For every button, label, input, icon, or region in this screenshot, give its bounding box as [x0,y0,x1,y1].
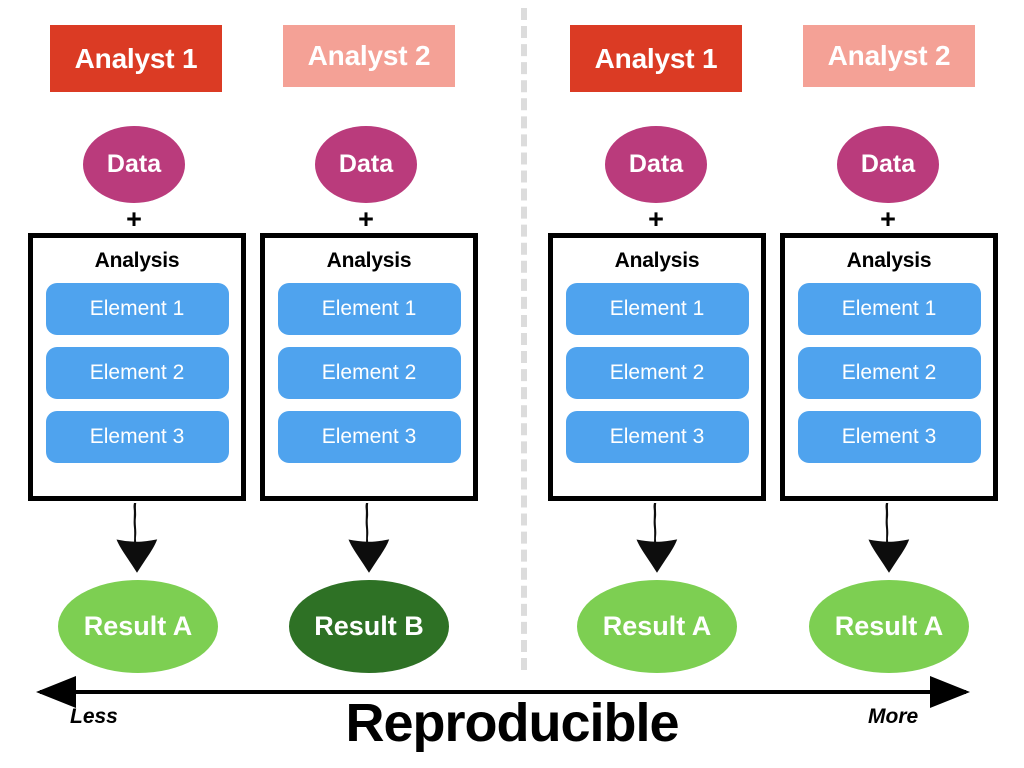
result-ellipse[interactable]: Result A [577,580,737,673]
element-list: Element 1 Element 2 Element 3 [785,283,993,463]
element-chip[interactable]: Element 2 [565,347,749,399]
scale-label-less: Less [70,705,118,728]
data-label: Data [338,150,394,178]
element-chip-label: Element 2 [89,361,185,384]
element-chip[interactable]: Element 3 [797,411,981,463]
element-chip[interactable]: Element 2 [797,347,981,399]
analysis-title: Analysis [614,249,700,272]
analyst-label: Analyst 2 [307,40,431,71]
down-arrow-icon [114,502,160,574]
element-chip[interactable]: Element 2 [45,347,229,399]
result-label: Result A [834,611,944,641]
reproducibility-axis-arrow [36,676,970,708]
element-chip-label: Element 1 [841,297,937,320]
element-chip-label: Element 3 [609,425,705,448]
result-ellipse[interactable]: Result B [289,580,449,673]
analysis-title: Analysis [846,249,932,272]
analyst-label: Analyst 2 [827,40,951,71]
element-chip-label: Element 3 [321,425,417,448]
element-chip-label: Element 1 [89,297,185,320]
analyst-header-box[interactable]: Analyst 2 [283,25,455,87]
scale-label-more: More [868,705,919,728]
element-chip[interactable]: Element 1 [565,283,749,335]
element-chip[interactable]: Element 3 [565,411,749,463]
element-chip[interactable]: Element 1 [277,283,461,335]
data-ellipse[interactable]: Data [315,126,417,203]
analyst-header-box[interactable]: Analyst 1 [570,25,742,92]
analysis-title: Analysis [94,249,180,272]
analyst-label: Analyst 1 [74,42,198,74]
data-ellipse[interactable]: Data [605,126,707,203]
element-list: Element 1 Element 2 Element 3 [33,283,241,463]
analyst-header-box[interactable]: Analyst 2 [803,25,975,87]
data-label: Data [628,150,684,178]
analyst-header-box[interactable]: Analyst 1 [50,25,222,92]
element-chip[interactable]: Element 1 [45,283,229,335]
result-ellipse[interactable]: Result A [58,580,218,673]
element-chip-label: Element 3 [841,425,937,448]
element-chip[interactable]: Element 1 [797,283,981,335]
scale-title-reproducible: Reproducible [345,693,679,753]
analyst-label: Analyst 1 [594,42,718,74]
data-label: Data [860,150,916,178]
plus-icon: + [648,203,664,234]
element-chip-label: Element 1 [321,297,417,320]
element-chip[interactable]: Element 2 [277,347,461,399]
plus-icon: + [126,203,142,234]
element-chip-label: Element 2 [609,361,705,384]
down-arrow-icon [866,502,912,574]
result-label: Result B [314,611,424,641]
element-chip-label: Element 2 [841,361,937,384]
data-ellipse[interactable]: Data [83,126,185,203]
element-chip-label: Element 2 [321,361,417,384]
plus-icon: + [880,203,896,234]
element-chip-label: Element 3 [89,425,185,448]
element-chip[interactable]: Element 3 [277,411,461,463]
data-ellipse[interactable]: Data [837,126,939,203]
element-chip-label: Element 1 [609,297,705,320]
plus-icon: + [358,203,374,234]
analysis-title: Analysis [326,249,412,272]
vertical-dashed-divider [521,8,527,670]
result-label: Result A [602,611,712,641]
element-list: Element 1 Element 2 Element 3 [553,283,761,463]
data-label: Data [106,150,162,178]
element-chip[interactable]: Element 3 [45,411,229,463]
down-arrow-icon [346,502,392,574]
element-list: Element 1 Element 2 Element 3 [265,283,473,463]
down-arrow-icon [634,502,680,574]
result-label: Result A [83,611,193,641]
result-ellipse[interactable]: Result A [809,580,969,673]
